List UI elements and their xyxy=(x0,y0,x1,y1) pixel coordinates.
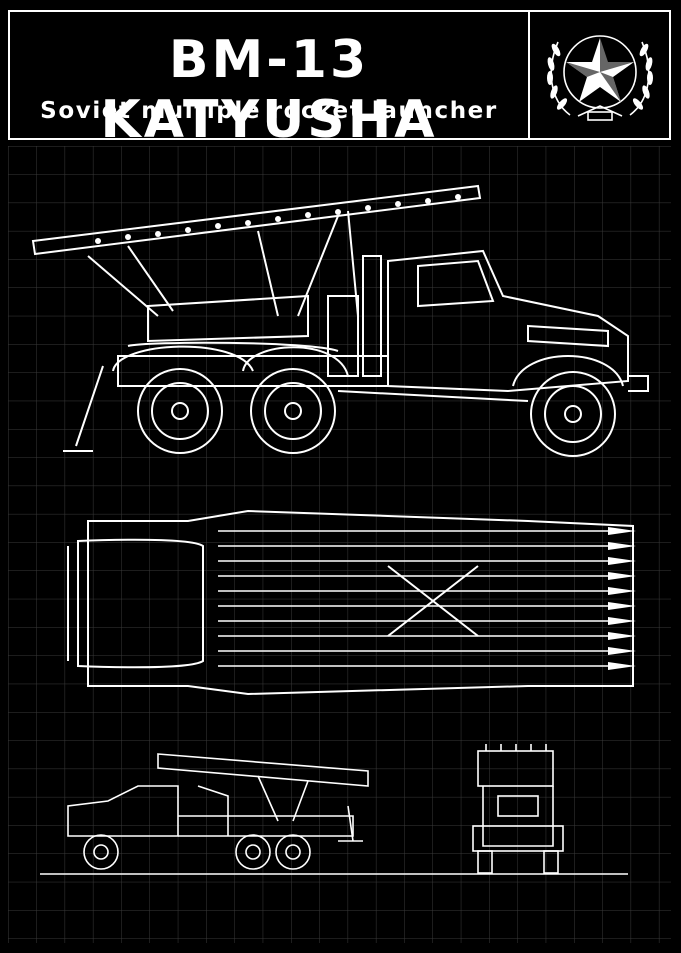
side-view-drawing xyxy=(31,184,649,457)
page-title: BM-13 KATYUSHA xyxy=(100,30,438,150)
red-star-wreath-icon xyxy=(547,35,653,121)
small-side-view-drawing xyxy=(67,753,369,870)
page-subtitle: Soviet multiple rocket launcher xyxy=(40,98,498,124)
title-box: BM-13 KATYUSHA Soviet multiple rocket la… xyxy=(10,12,530,150)
header: BM-13 KATYUSHA Soviet multiple rocket la… xyxy=(8,10,671,150)
blueprint-grid xyxy=(8,146,671,943)
front-view-drawing xyxy=(472,744,564,874)
top-view-drawing xyxy=(67,509,636,696)
